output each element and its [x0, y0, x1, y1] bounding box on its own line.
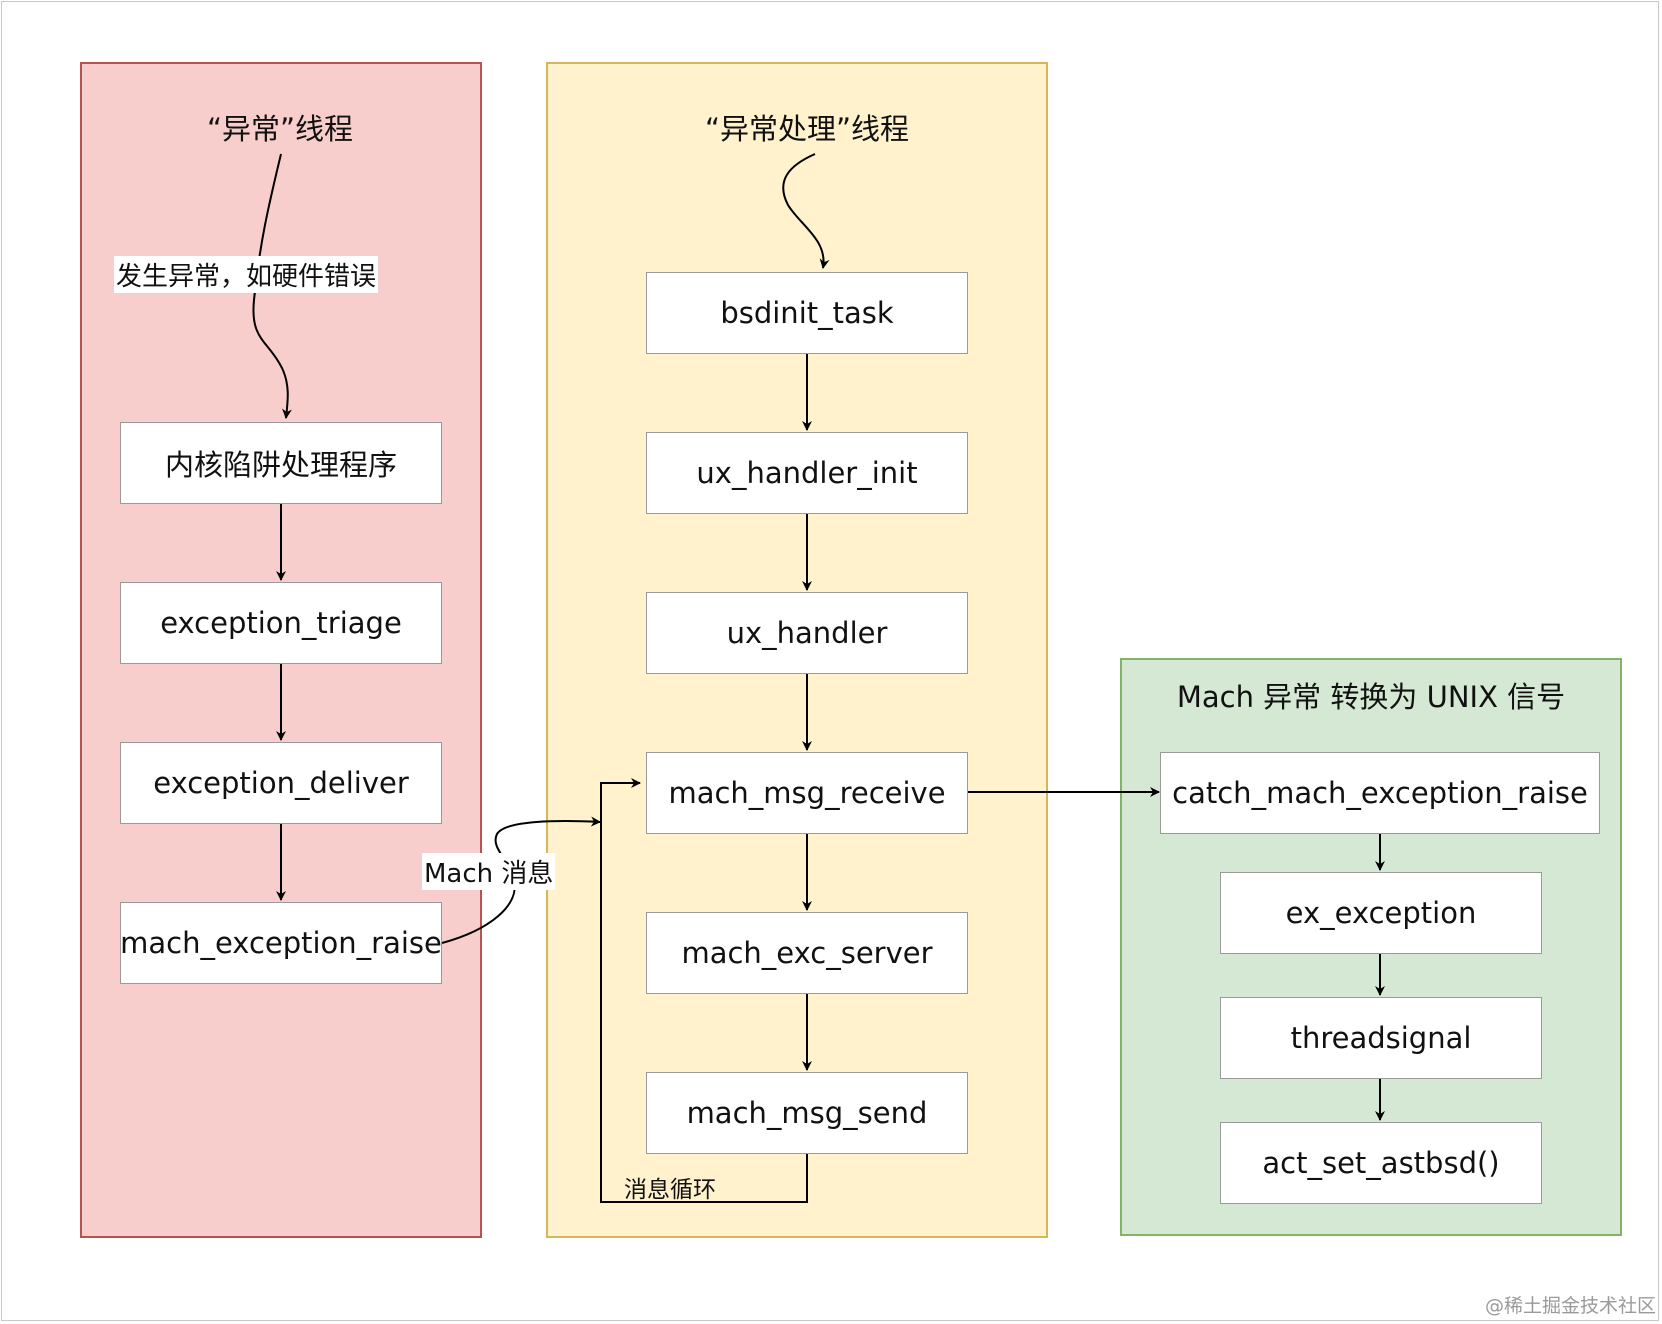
act-set-astbsd-box: act_set_astbsd(): [1220, 1122, 1542, 1204]
threadsignal-box: threadsignal: [1220, 997, 1542, 1079]
trigger-arrow: [252, 153, 292, 419]
ex-exception-box: ex_exception: [1220, 872, 1542, 954]
watermark: @稀土掘金技术社区: [1484, 1295, 1656, 1317]
mach-msg-receive-box: mach_msg_receive: [646, 752, 968, 834]
ux-handler-init-box: ux_handler_init: [646, 432, 968, 514]
mach-message-label: Mach 消息: [422, 853, 556, 890]
message-loop-label: 消息循环: [624, 1177, 716, 1203]
handler-thread-title: “异常处理”线程: [704, 112, 910, 146]
trigger-label: 发生异常，如硬件错误: [114, 256, 379, 293]
catch-mach-exception-raise-box: catch_mach_exception_raise: [1160, 752, 1600, 834]
exception-thread-title: “异常”线程: [206, 112, 354, 146]
bsdinit-task-box: bsdinit_task: [646, 272, 968, 354]
mach-exception-raise-box: mach_exception_raise: [120, 902, 442, 984]
exception-deliver-box: exception_deliver: [120, 742, 442, 824]
mach-msg-send-box: mach_msg_send: [646, 1072, 968, 1154]
exception-triage-box: exception_triage: [120, 582, 442, 664]
unix-signal-title: Mach 异常 转换为 UNIX 信号: [1176, 680, 1566, 714]
mach-exc-server-box: mach_exc_server: [646, 912, 968, 994]
ux-handler-box: ux_handler: [646, 592, 968, 674]
kernel-trap-handler-box: 内核陷阱处理程序: [120, 422, 442, 504]
message-loop-arrow: [600, 778, 808, 1203]
handler-entry-arrow: [782, 153, 830, 269]
